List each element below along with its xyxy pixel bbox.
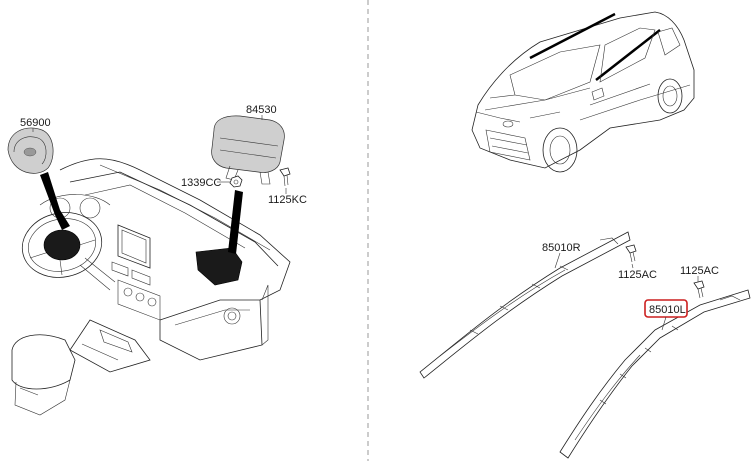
dashboard-illustration xyxy=(11,158,291,416)
label-1125ac-left: 1125AC xyxy=(680,265,719,277)
passenger-airbag-part xyxy=(211,115,285,185)
curtain-airbag-right xyxy=(419,231,631,379)
label-56900: 56900 xyxy=(20,117,51,129)
label-1339cc: 1339CC xyxy=(181,177,221,189)
bolt-1125kc xyxy=(279,167,291,187)
label-84530: 84530 xyxy=(246,104,277,116)
steering-airbag-module xyxy=(43,229,81,261)
bolt-1125ac-left xyxy=(693,280,705,299)
nut-1339cc xyxy=(229,175,243,188)
bolt-1125ac-right xyxy=(625,244,637,263)
label-85010l[interactable]: 85010L xyxy=(649,304,686,316)
car-illustration xyxy=(471,11,695,173)
curtain-airbag-left xyxy=(559,289,751,459)
steering-airbag-part xyxy=(7,127,54,174)
arrow-passenger xyxy=(228,190,243,254)
label-1125ac-right: 1125AC xyxy=(618,269,657,281)
label-85010r: 85010R xyxy=(542,242,581,254)
label-1125kc: 1125KC xyxy=(268,194,307,206)
arrow-steering xyxy=(40,172,70,230)
